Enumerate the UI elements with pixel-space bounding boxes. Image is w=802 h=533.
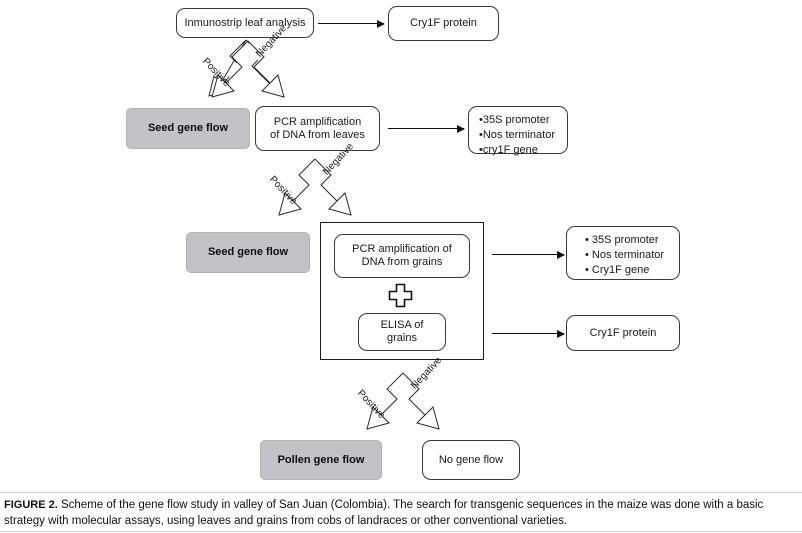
box-targets-grains: • 35S promoter • Nos terminator • Cry1F … (566, 226, 680, 280)
split-arrow-pcr-leaves (253, 156, 377, 218)
bullet-text: 35S promoter (591, 234, 659, 246)
node-elisa-grains: ELISA of grains (358, 313, 446, 351)
node-label: Inmunostrip leaf analysis (184, 16, 306, 29)
caption-divider-bottom (0, 531, 802, 532)
node-label: Cry1F protein (589, 326, 657, 339)
node-label: Cry1F protein (410, 17, 477, 29)
bullet-glyph: • (479, 129, 483, 141)
bullet-item: • Nos terminator (577, 248, 671, 263)
bullet-item: • 35S promoter (577, 233, 671, 248)
node-label: Seed gene flow (207, 246, 289, 258)
split-arrow-grains-assays (341, 370, 465, 432)
caption-text: Scheme of the gene flow study in valley … (4, 499, 764, 527)
node-label: PCR amplification of DNA from grains (352, 243, 452, 268)
node-cry1f-protein-bottom: Cry1F protein (566, 315, 680, 351)
arrow-immunostrip-to-protein (318, 19, 385, 28)
arrow-pcr-grains-to-targets (492, 250, 565, 259)
arrow-elisa-to-protein (492, 329, 565, 338)
split-arrow-immunostrip (186, 38, 310, 100)
bullet-item: •cry1F gene (479, 143, 559, 158)
bullet-text: Nos terminator (482, 129, 555, 141)
flowchart-diagram: Inmunostrip leaf analysis Cry1F protein … (126, 6, 680, 480)
bullet-item: •35S promoter (479, 113, 559, 128)
bullet-glyph: • (585, 249, 589, 261)
node-label: Seed gene flow (147, 122, 229, 134)
box-targets-leaves: •35S promoter •Nos terminator •cry1F gen… (468, 106, 568, 156)
caption-divider-top (0, 492, 802, 493)
bullet-text: 35S promoter (482, 114, 550, 126)
node-immunostrip-leaf-analysis: Inmunostrip leaf analysis (176, 8, 314, 38)
bullet-glyph: • (585, 234, 589, 246)
caption-label: FIGURE 2. (4, 499, 58, 511)
plus-cross-icon (388, 283, 413, 308)
node-label: PCR amplification of DNA from leaves (270, 115, 365, 141)
arrow-pcr-leaves-to-targets (388, 124, 465, 133)
node-label: Pollen gene flow (277, 453, 365, 466)
node-cry1f-protein-top: Cry1F protein (388, 6, 499, 41)
bullet-glyph: • (479, 144, 483, 156)
node-pollen-gene-flow: Pollen gene flow (260, 440, 382, 480)
bullet-glyph: • (479, 114, 483, 126)
bullet-text: Cry1F gene (591, 264, 650, 276)
node-seed-gene-flow-2: Seed gene flow (186, 232, 310, 273)
bullet-text: cry1F gene (482, 144, 538, 156)
node-label: ELISA of grains (380, 319, 424, 344)
node-pcr-amplification-leaves: PCR amplification of DNA from leaves (255, 106, 380, 151)
node-seed-gene-flow-1: Seed gene flow (126, 108, 250, 149)
bullet-item: • Cry1F gene (577, 263, 671, 278)
bullet-item: •Nos terminator (479, 128, 559, 143)
figure-caption: FIGURE 2. Scheme of the gene flow study … (0, 494, 802, 529)
bullet-text: Nos terminator (591, 249, 665, 261)
bullet-glyph: • (585, 264, 589, 276)
node-pcr-amplification-grains: PCR amplification of DNA from grains (334, 234, 470, 278)
node-no-gene-flow: No gene flow (422, 440, 520, 480)
node-label: No gene flow (438, 453, 504, 466)
